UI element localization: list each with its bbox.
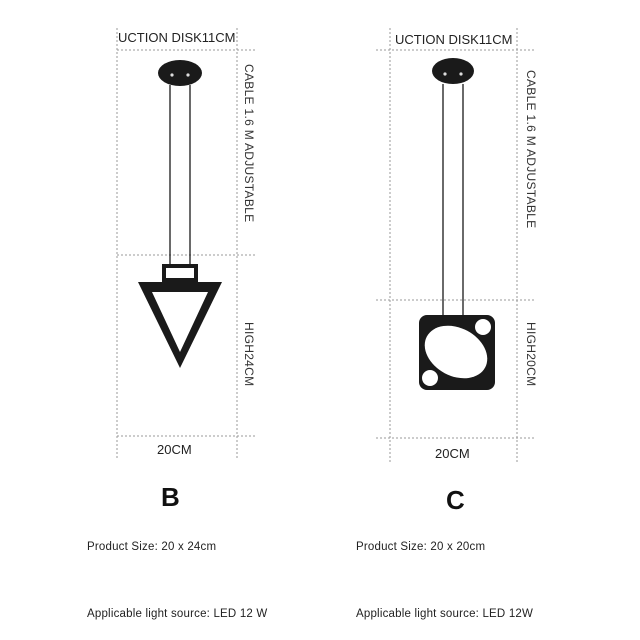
- panel-c-product-size: Product Size: 20 x 20cm: [356, 541, 486, 553]
- panel-b-light-source: Applicable light source: LED 12 W: [87, 608, 268, 620]
- panel-c-width-label: 20CM: [435, 446, 470, 461]
- ceiling-canopy-b: [158, 60, 202, 86]
- lamp-c-drawing: [419, 58, 495, 390]
- dimension-lines-b: [116, 28, 256, 460]
- lamp-b-diffuser: [152, 292, 208, 352]
- lamp-c-dot-top: [475, 319, 491, 335]
- panel-c-light-source: Applicable light source: LED 12W: [356, 608, 534, 620]
- panel-c-cable-label: CABLE 1.6 M ADJUSTABLE: [524, 70, 538, 229]
- lamp-c-dot-bottom: [422, 370, 438, 386]
- panel-b-product-size: Product Size: 20 x 24cm: [87, 541, 217, 553]
- lamp-b-drawing: [138, 60, 222, 368]
- panel-b-width-label: 20CM: [157, 442, 192, 457]
- panel-c-variant-letter: C: [446, 485, 465, 515]
- panel-b-cable-label: CABLE 1.6 M ADJUSTABLE: [242, 64, 256, 223]
- panel-c-height-label: HIGH20CM: [524, 322, 538, 387]
- panel-c-top-label: UCTION DISK11CM: [395, 32, 513, 47]
- panel-b-height-label: HIGH24CM: [242, 322, 256, 387]
- panel-b-variant-letter: B: [161, 482, 180, 512]
- panel-b-top-label: UCTION DISK11CM: [118, 30, 236, 45]
- ceiling-canopy-c: [432, 58, 474, 84]
- lamp-c-diffuser: [424, 325, 488, 379]
- dimension-lines-c: [376, 28, 535, 462]
